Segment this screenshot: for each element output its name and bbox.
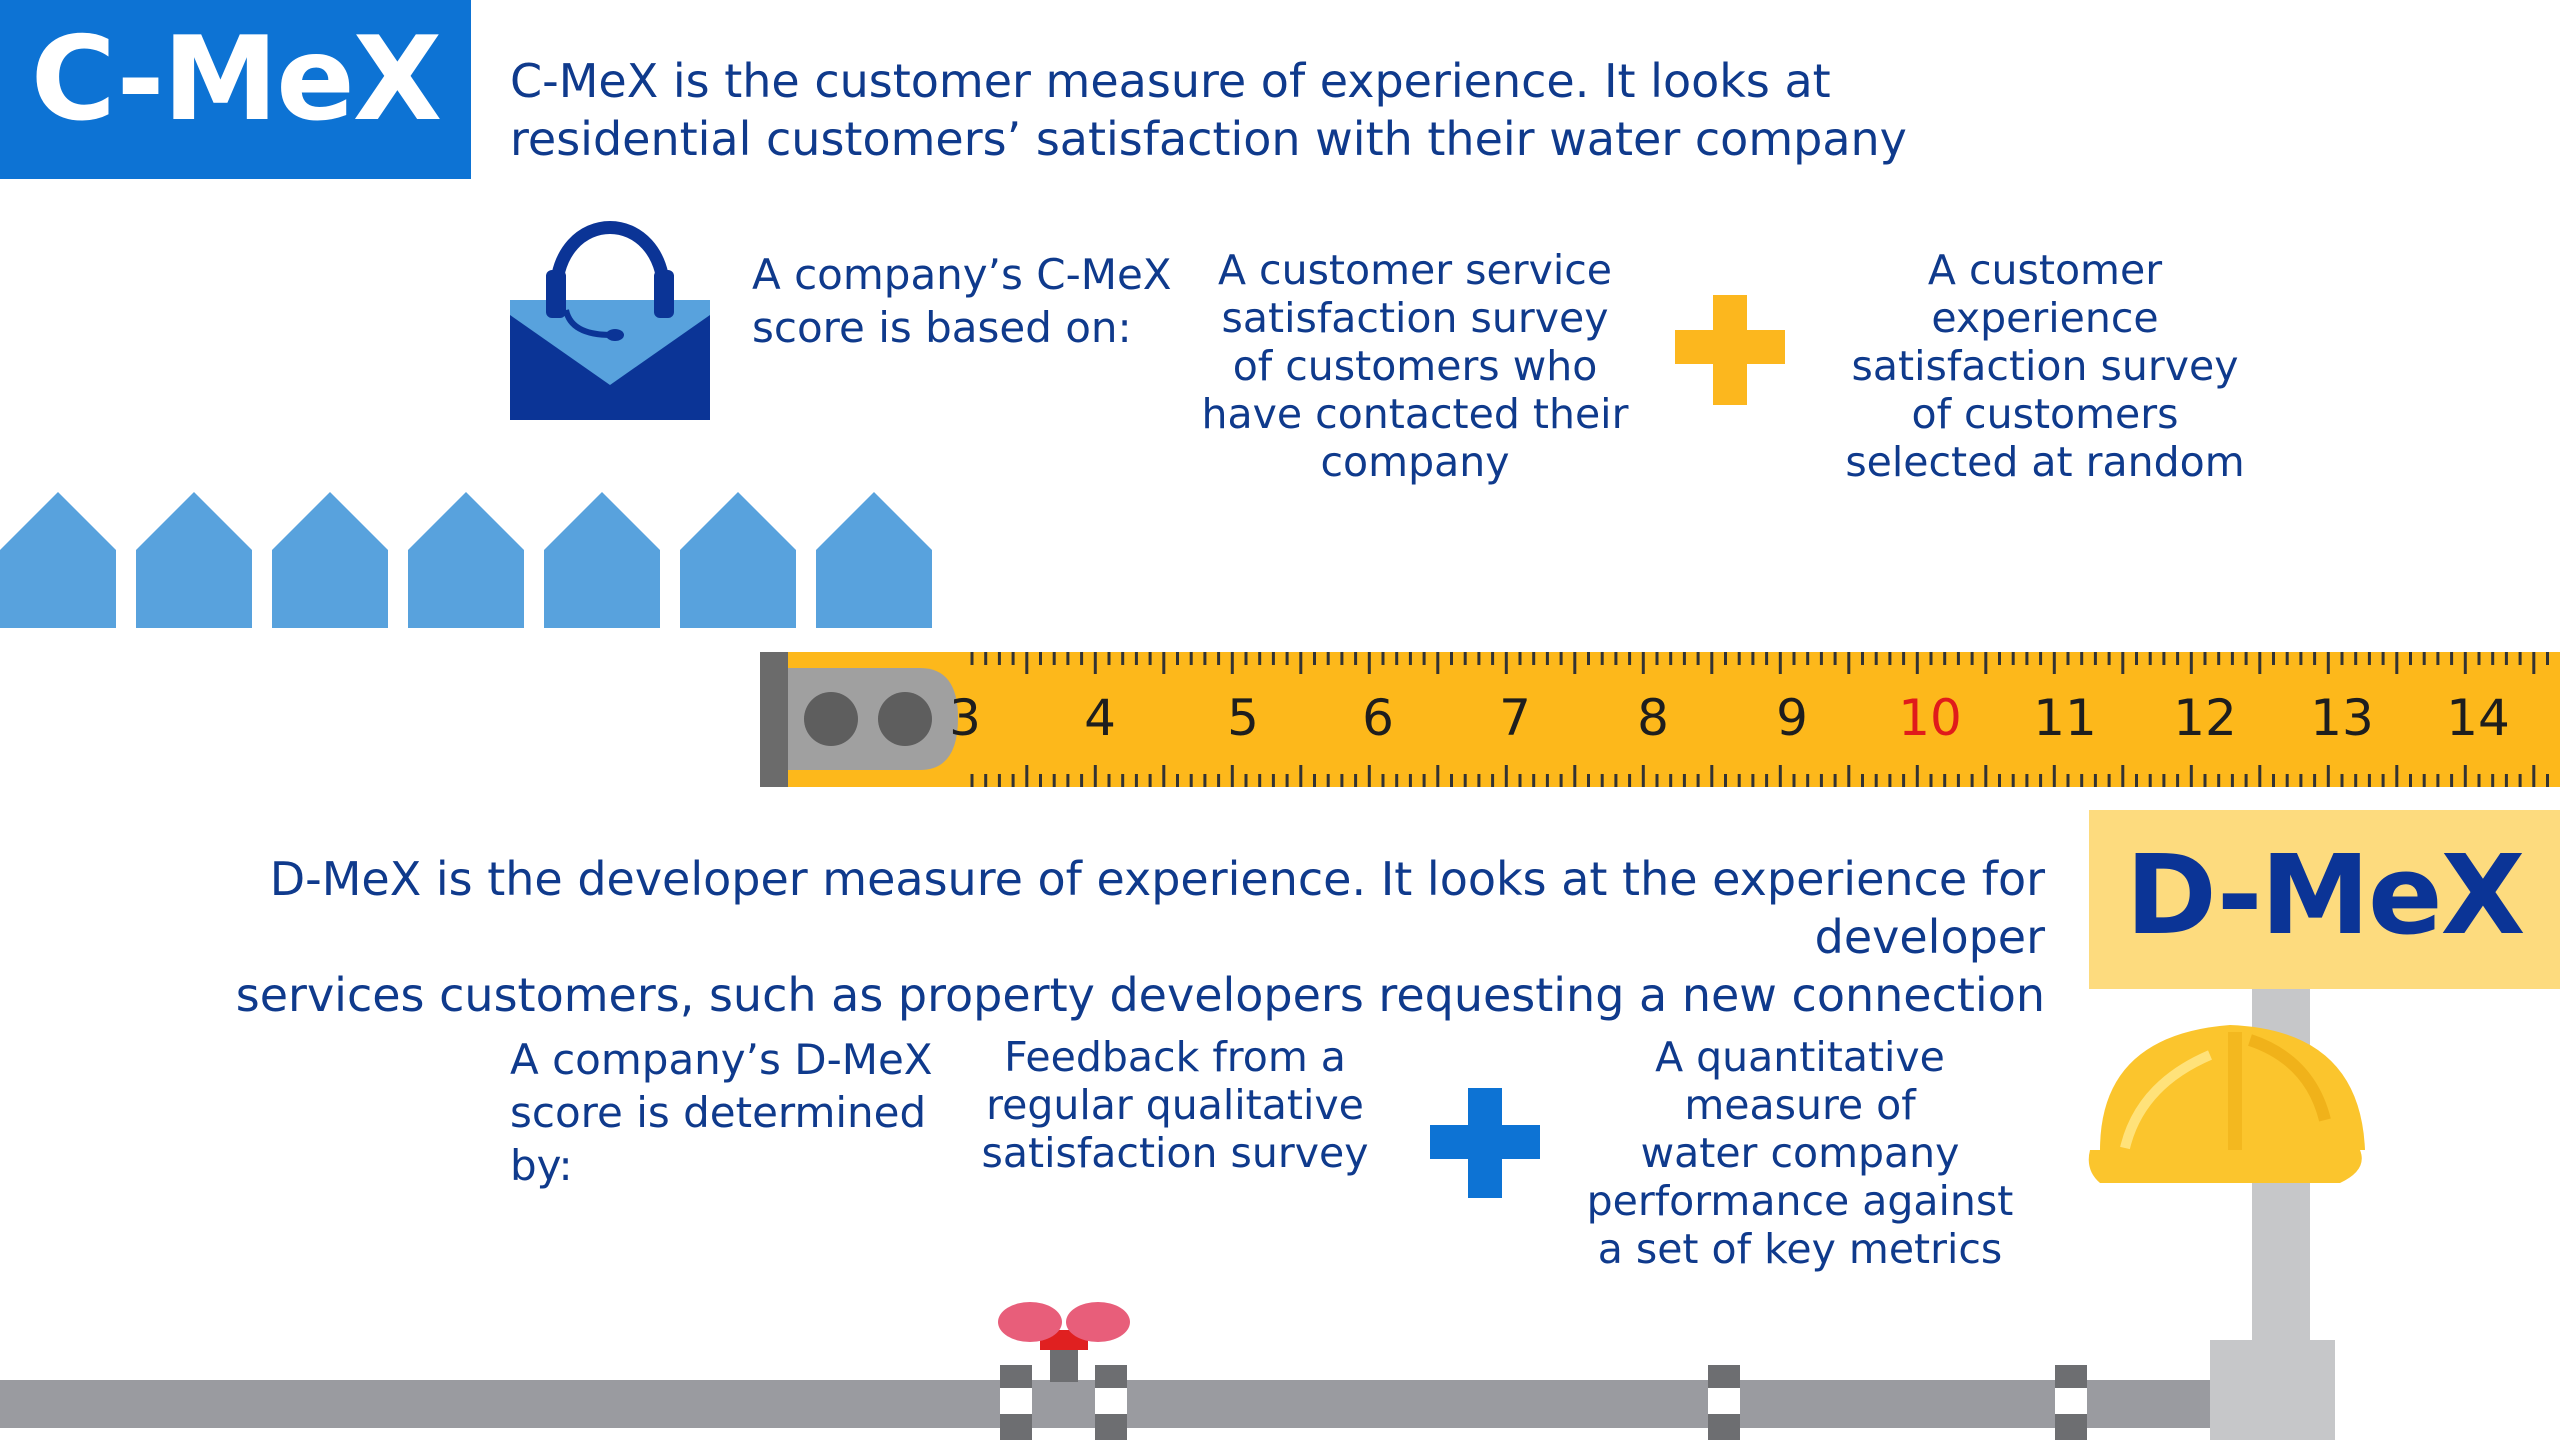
cmex-intro-line2: residential customers’ satisfaction with…: [510, 112, 1907, 166]
plus-icon: [1675, 295, 1785, 405]
house-icon: [816, 492, 932, 628]
dmex-score-label-line: by:: [510, 1141, 573, 1190]
dmex-component2-line: measure of: [1684, 1081, 1916, 1129]
cmex-score-label: A company’s C-MeX score is based on:: [752, 248, 1212, 354]
cmex-component1-line: of customers who: [1232, 342, 1598, 390]
tape-number: 11: [2033, 689, 2097, 747]
tape-number: 9: [1776, 689, 1808, 747]
cmex-badge: C-MeX: [0, 0, 471, 179]
tape-number: 3: [949, 689, 981, 747]
cmex-component1-line: company: [1320, 438, 1510, 486]
dmex-component1-line: regular qualitative: [986, 1081, 1364, 1129]
cmex-component-service-survey: A customer service satisfaction survey o…: [1200, 246, 1630, 486]
cmex-component1-line: satisfaction survey: [1221, 294, 1609, 342]
cmex-score-label-line2: score is based on:: [752, 303, 1132, 352]
dmex-component2-line: water company: [1640, 1129, 1960, 1177]
tape-number: 4: [1084, 689, 1116, 747]
cmex-component2-line: of customers: [1911, 390, 2179, 438]
cmex-intro: C-MeX is the customer measure of experie…: [510, 52, 2010, 168]
cmex-score-label-line1: A company’s C-MeX: [752, 250, 1172, 299]
dmex-component-quantitative-measure: A quantitative measure of water company …: [1580, 1033, 2020, 1273]
tape-number: 5: [1227, 689, 1259, 747]
dmex-component-qualitative-survey: Feedback from a regular qualitative sati…: [975, 1033, 1375, 1177]
house-icon: [408, 492, 524, 628]
dmex-component2-line: A quantitative: [1655, 1033, 1945, 1081]
cmex-component2-line: A customer: [1927, 246, 2163, 294]
headset-envelope-icon: [510, 221, 710, 420]
tape-number: 14: [2446, 689, 2510, 747]
house-icon: [272, 492, 388, 628]
plus-icon: [1430, 1088, 1540, 1198]
dmex-intro: D-MeX is the developer measure of experi…: [30, 850, 2045, 1024]
tape-number: 10: [1898, 689, 1962, 747]
dmex-component2-line: performance against: [1586, 1177, 2014, 1225]
house-icon: [0, 492, 116, 628]
house-icon: [136, 492, 252, 628]
house-icon: [544, 492, 660, 628]
cmex-intro-line1: C-MeX is the customer measure of experie…: [510, 54, 1831, 108]
dmex-score-label: A company’s D-MeX score is determined by…: [510, 1033, 970, 1192]
tape-number: 6: [1362, 689, 1394, 747]
dmex-score-label-line: score is determined: [510, 1088, 927, 1137]
cmex-component-experience-survey: A customer experience satisfaction surve…: [1830, 246, 2260, 486]
tape-number: 13: [2310, 689, 2374, 747]
hard-hat-icon: [2088, 1025, 2365, 1183]
cmex-component1-line: have contacted their: [1201, 390, 1629, 438]
dmex-component2-line: a set of key metrics: [1597, 1225, 2003, 1273]
dmex-component1-line: satisfaction survey: [981, 1129, 1369, 1177]
tape-number: 8: [1637, 689, 1669, 747]
houses-row: [0, 492, 932, 628]
dmex-intro-line2: services customers, such as property dev…: [235, 968, 2045, 1022]
house-icon: [680, 492, 796, 628]
tape-measure-icon: [760, 652, 2560, 787]
dmex-component1-line: Feedback from a: [1004, 1033, 1346, 1081]
cmex-component2-line: satisfaction survey: [1851, 342, 2239, 390]
dmex-score-label-line: A company’s D-MeX: [510, 1035, 933, 1084]
dmex-badge: D-MeX: [2089, 810, 2560, 989]
valve-icon: [998, 1302, 1130, 1382]
tape-number: 12: [2173, 689, 2237, 747]
dmex-intro-line1: D-MeX is the developer measure of experi…: [269, 852, 2045, 964]
tape-number: 7: [1499, 689, 1531, 747]
cmex-component1-line: A customer service: [1217, 246, 1613, 294]
cmex-component2-line: selected at random: [1845, 438, 2245, 486]
cmex-component2-line: experience: [1931, 294, 2159, 342]
